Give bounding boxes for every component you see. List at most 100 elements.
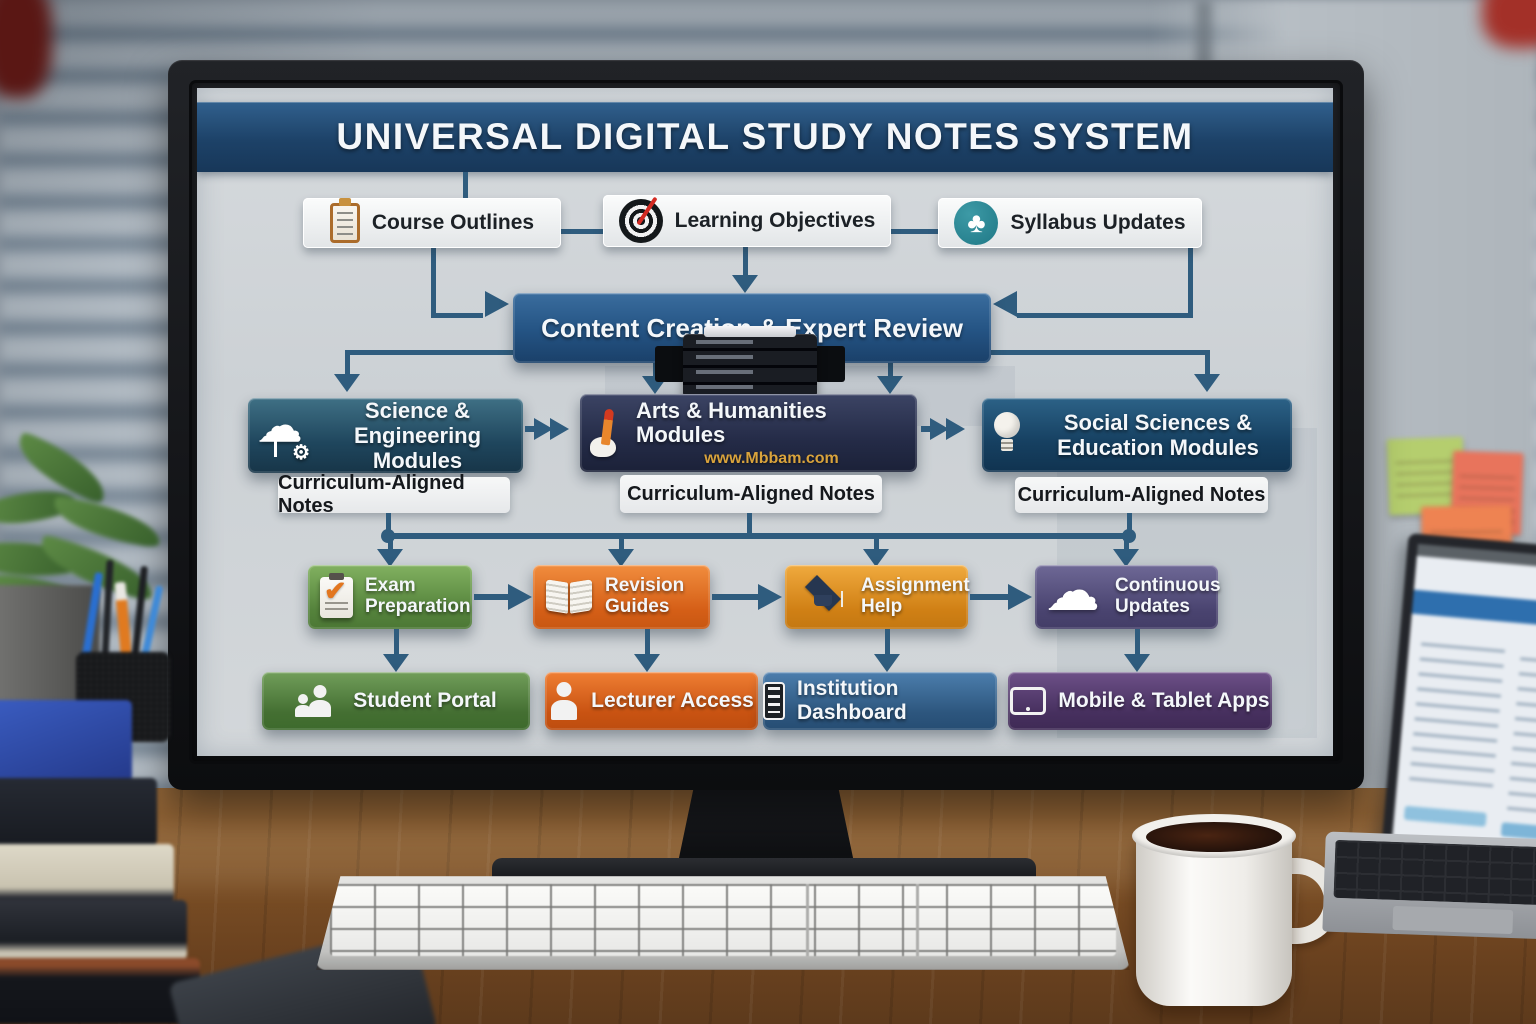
connector-line [921,426,931,432]
service-box-exam-preparation: Exam Preparation [308,565,472,629]
input-label: Learning Objectives [674,209,876,232]
connector-line [1127,513,1132,533]
laptop-blue-band [1411,589,1536,632]
blue-notebook [0,700,132,782]
arrowhead-down [334,374,360,392]
input-label: Syllabus Updates [1010,211,1186,234]
connector-line [891,229,938,234]
graduation-cap-icon [797,577,849,617]
notes-label-social: Curriculum-Aligned Notes [1015,477,1268,513]
open-book-icon [545,579,593,615]
connector-line [345,350,513,355]
arrowhead-down [377,549,403,567]
smartphone-icon [763,682,785,720]
service-label: Revision Guides [605,575,685,617]
connector-line [1124,539,1129,551]
connector-line [431,313,483,318]
arrowhead-right [485,291,509,317]
portal-box-mobile-tablet-apps: Mobile & Tablet Apps [1008,672,1272,730]
connector-line [970,594,1008,600]
input-box-course-outlines: Course Outlines [303,198,561,248]
mug-body [1136,830,1292,1006]
arrowhead-right [1008,584,1032,610]
arrowhead-down [1113,549,1139,567]
diagram-title: UNIVERSAL DIGITAL STUDY NOTES SYSTEM [336,116,1194,157]
service-box-continuous-updates: Continuous Updates [1035,565,1221,629]
connector-line [474,594,508,600]
module-box-arts-humanities: Arts & Humanities Modules www.Mbbam.com [580,394,917,472]
arrowhead-down [1194,374,1220,392]
connector-line [394,629,399,655]
laptop-titlebar [1416,543,1536,574]
connector-line [1188,248,1193,318]
connector-line [645,629,650,655]
connector-line [1017,313,1193,318]
notes-label-science: Curriculum-Aligned Notes [278,472,510,517]
arrowhead-down [877,376,903,394]
portal-label: Mobile & Tablet Apps [1058,689,1270,712]
module-watermark: www.Mbbam.com [704,449,839,467]
server-slots [696,338,753,394]
clipboard-icon [329,198,360,243]
connector-line [619,539,624,551]
connector-line [1205,350,1210,376]
notes-text: Curriculum-Aligned Notes [1017,483,1266,506]
laptop-text-column [1506,645,1536,820]
connector-line [888,363,893,377]
connector-line [1135,629,1140,655]
double-arrow-right [946,418,965,440]
connector-line [386,513,391,533]
corner-object-left [0,0,52,98]
students-icon [295,685,341,717]
laptop-button [1403,805,1487,827]
service-box-revision-guides: Revision Guides [533,565,710,629]
server-top [704,326,796,337]
module-label: Arts & Humanities Modules [636,397,827,447]
connector-line [885,629,890,655]
lecturer-icon [549,682,579,720]
server-body [683,334,817,398]
arrowhead-down [634,654,660,672]
laptop-document [1390,543,1536,871]
lightbulb-icon [992,412,1022,458]
arrowhead-down [608,549,634,567]
input-box-learning-objectives: Learning Objectives [603,195,891,247]
service-box-assignment-help: Assignment Help [785,565,970,629]
diagram-title-banner: UNIVERSAL DIGITAL STUDY NOTES SYSTEM [197,102,1333,172]
person-figure [309,685,332,717]
cloud-icon [1047,566,1103,618]
monitor-screen: UNIVERSAL DIGITAL STUDY NOTES SYSTEM Cou… [197,88,1333,756]
bus-line [386,533,1132,539]
arrowhead-down [732,275,758,293]
server-icon [655,326,845,398]
service-label: Exam Preparation [365,575,471,617]
tree-icon [954,201,999,245]
connector-line [525,426,535,432]
arrowhead-right [508,584,532,610]
connector-line [463,172,468,198]
input-box-syllabus-updates: Syllabus Updates [938,198,1202,248]
module-label: Social Sciences & Education Modules [1057,409,1259,460]
server-side-unit [815,346,845,382]
connector-line [388,539,393,551]
tablet-icon [1010,687,1047,715]
connector-line [874,539,879,551]
double-arrow-right [534,418,553,440]
notes-text: Curriculum-Aligned Notes [278,472,465,517]
person-figure [551,682,578,720]
service-label: Assignment Help [861,575,970,617]
laptop [1306,490,1536,950]
dark-book [0,958,200,1024]
input-label: Course Outlines [371,211,535,234]
portal-box-institution-dashboard: Institution Dashboard [763,672,997,730]
portal-label: Institution Dashboard [797,677,907,724]
module-label: Science & Engineering Modules [353,397,482,474]
arrowhead-left [993,291,1017,317]
book-pages [0,844,174,902]
double-arrow-right [930,418,949,440]
notes-text: Curriculum-Aligned Notes [627,482,875,505]
arrowhead-down [1124,654,1150,672]
server-side-unit [655,346,685,382]
arrowhead-down [863,549,889,567]
